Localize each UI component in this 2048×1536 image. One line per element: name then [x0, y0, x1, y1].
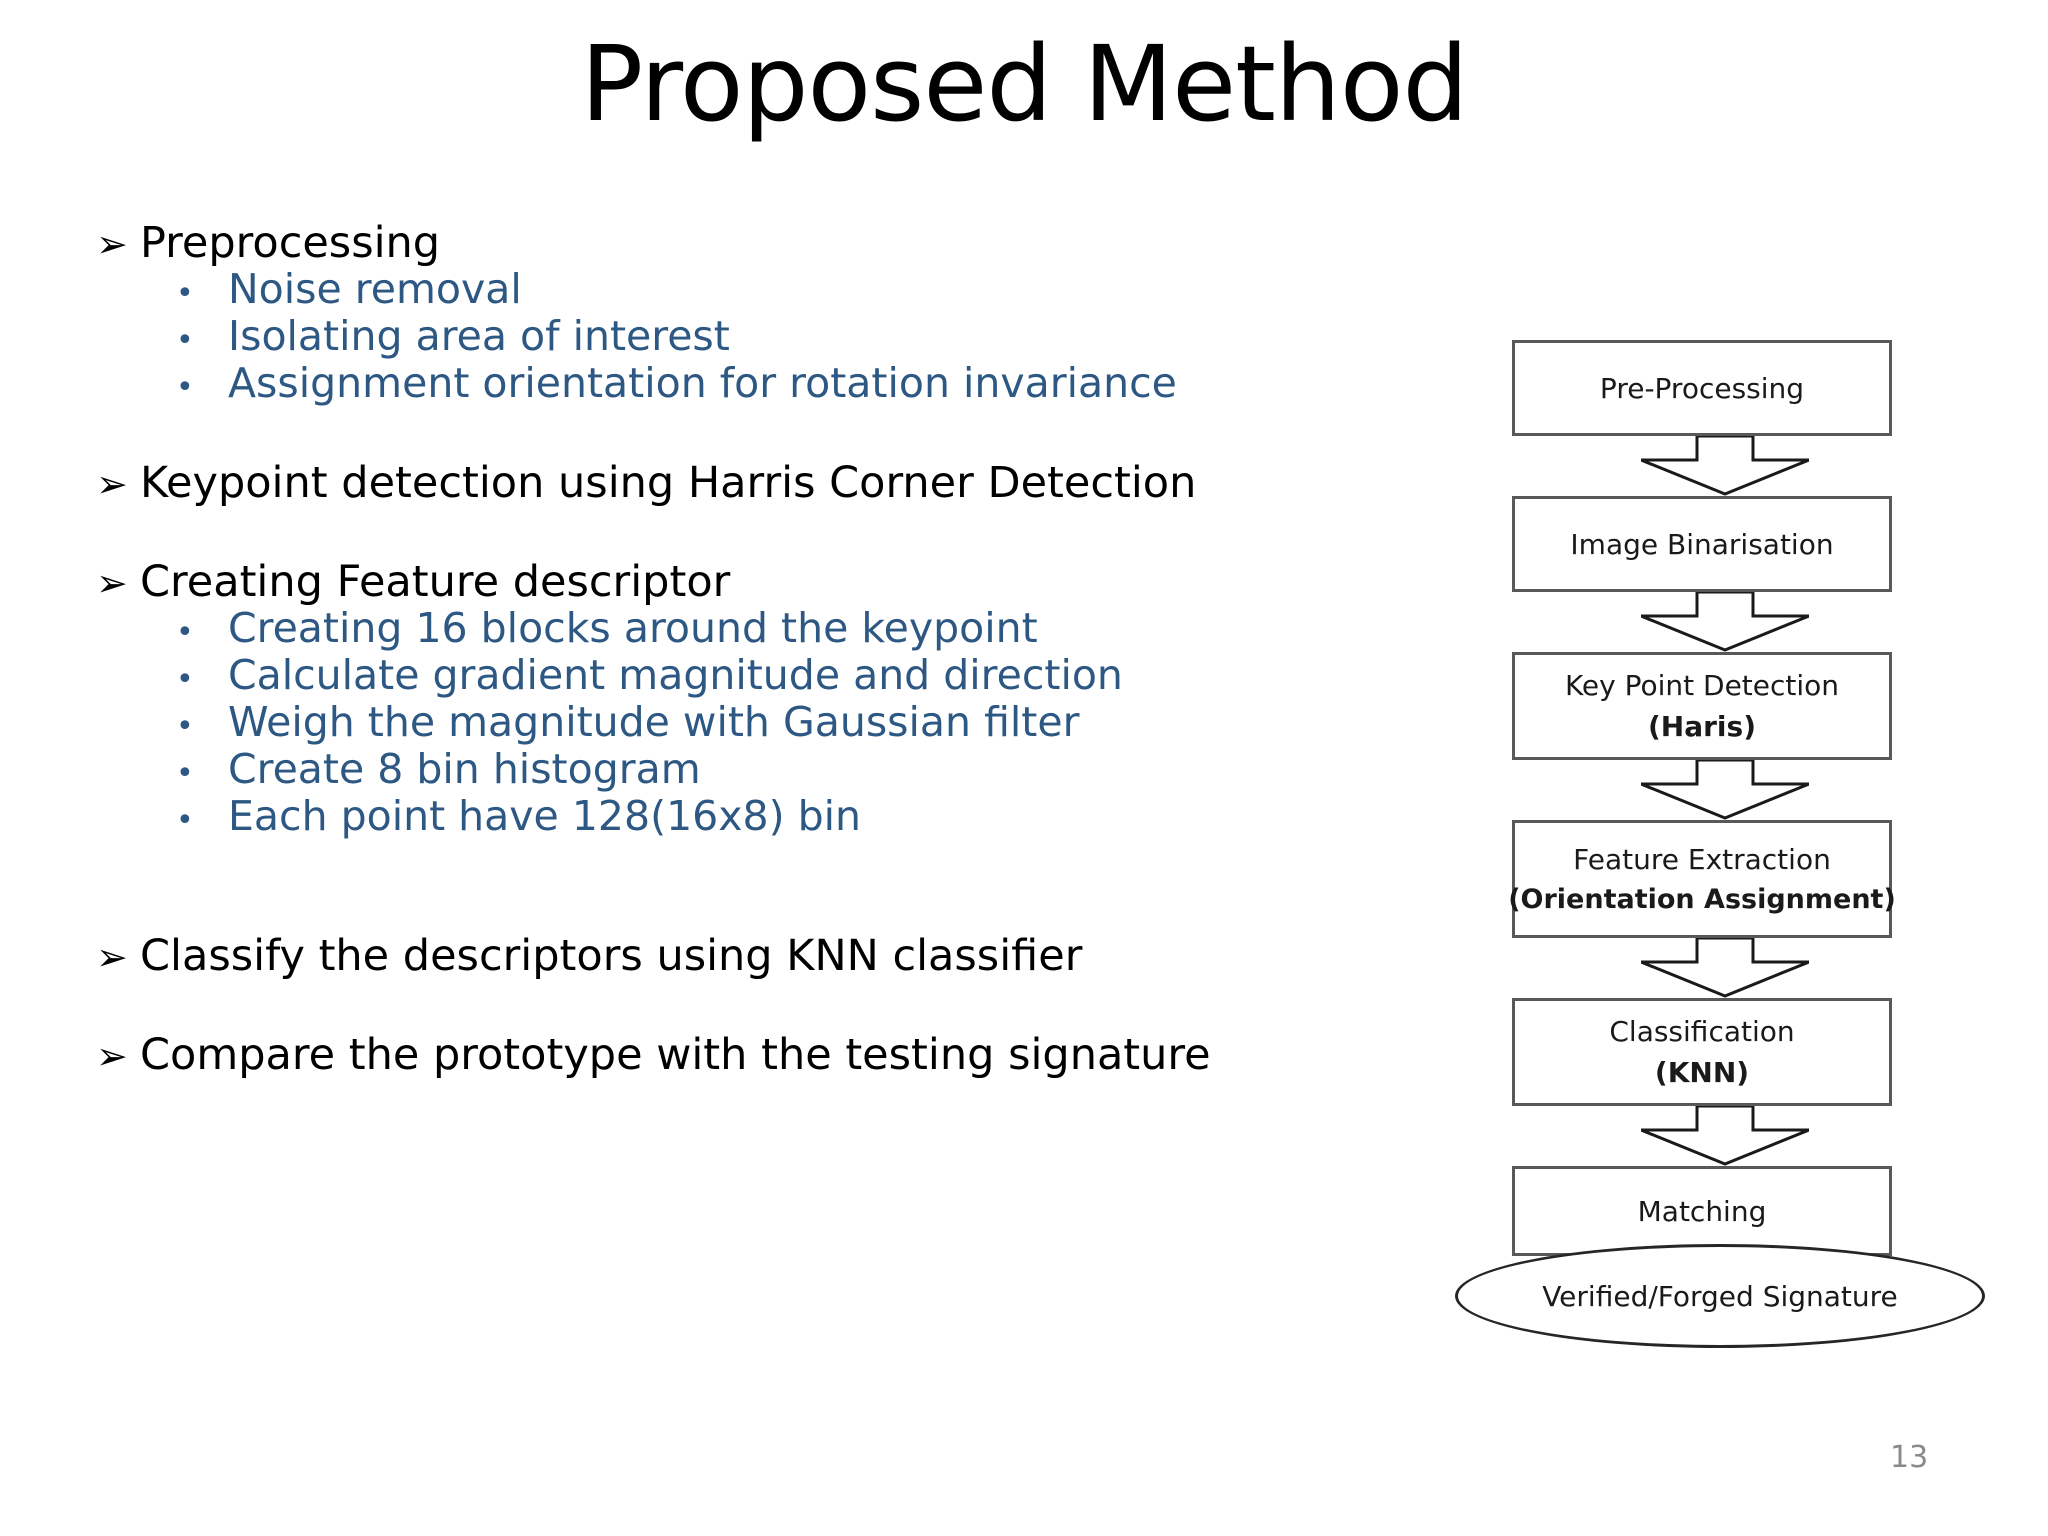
bullet-group: ➢ Keypoint detection using Harris Corner… — [96, 462, 1416, 505]
bullet-level2-label: Create 8 bin histogram — [228, 745, 701, 793]
arrow-bullet-icon: ➢ — [96, 935, 128, 979]
flowchart-node-sublabel: (Orientation Assignment) — [1508, 883, 1896, 915]
bullet-level1: ➢ Preprocessing — [96, 222, 1416, 265]
method-flowchart-diagram: Pre-Processing Image Binarisation Key Po… — [1455, 340, 1995, 1360]
dot-bullet-icon: • — [176, 615, 194, 650]
flowchart-node-feature-extraction: Feature Extraction (Orientation Assignme… — [1508, 820, 1896, 938]
dot-bullet-icon: • — [176, 662, 194, 697]
bullet-level1-label: Preprocessing — [140, 218, 441, 268]
arrow-bullet-icon: ➢ — [96, 561, 128, 605]
bullet-level1: ➢ Creating Feature descriptor — [96, 561, 1416, 604]
flowchart-node-verified-forged-signature: Verified/Forged Signature — [1455, 1244, 1985, 1348]
bullet-list: ➢ Preprocessing • Noise removal • Isolat… — [96, 222, 1416, 1081]
arrow-bullet-icon: ➢ — [96, 462, 128, 506]
flowchart-node-label: Matching — [1637, 1194, 1767, 1228]
flowchart-node-sublabel: (Haris) — [1648, 710, 1756, 743]
flowchart-node-classification: Classification (KNN) — [1512, 998, 1892, 1106]
flowchart-node-sublabel: (KNN) — [1654, 1056, 1750, 1089]
flowchart-node-label: Classification — [1609, 1015, 1795, 1048]
bullet-group: ➢ Creating Feature descriptor • Creating… — [96, 561, 1416, 837]
bullet-level2-label: Each point have 128(16x8) bin — [228, 792, 862, 840]
arrow-bullet-icon: ➢ — [96, 1034, 128, 1078]
bullet-level2: • Create 8 bin histogram — [176, 749, 1416, 790]
spacer — [96, 410, 1416, 462]
arrow-bullet-icon: ➢ — [96, 222, 128, 266]
bullet-level2: • Creating 16 blocks around the keypoint — [176, 608, 1416, 649]
dot-bullet-icon: • — [176, 756, 194, 791]
dot-bullet-icon: • — [176, 323, 194, 358]
dot-bullet-icon: • — [176, 276, 194, 311]
bullet-level2-label: Creating 16 blocks around the keypoint — [228, 604, 1038, 652]
flowchart-node-key-point-detection: Key Point Detection (Haris) — [1512, 652, 1892, 760]
bullet-level2: • Weigh the magnitude with Gaussian filt… — [176, 702, 1416, 743]
flowchart-node-label: Feature Extraction — [1573, 842, 1831, 876]
bullet-level2-label: Isolating area of interest — [228, 312, 730, 360]
dot-bullet-icon: • — [176, 803, 194, 838]
flowchart-node-matching: Matching — [1512, 1166, 1892, 1256]
bullet-level2: • Assignment orientation for rotation in… — [176, 363, 1416, 404]
flowchart-arrow-down-icon — [1640, 590, 1810, 652]
flowchart-node-label: Key Point Detection — [1564, 669, 1840, 702]
dot-bullet-icon: • — [176, 709, 194, 744]
bullet-level2: • Calculate gradient magnitude and direc… — [176, 655, 1416, 696]
bullet-level1-label: Compare the prototype with the testing s… — [140, 1030, 1211, 1080]
bullet-level2-label: Weigh the magnitude with Gaussian filter — [228, 698, 1080, 746]
bullet-group: ➢ Compare the prototype with the testing… — [96, 1034, 1416, 1077]
flowchart-arrow-down-icon — [1640, 758, 1810, 820]
bullet-level2: • Noise removal — [176, 269, 1416, 310]
bullet-level1: ➢ Compare the prototype with the testing… — [96, 1034, 1416, 1077]
bullet-level2: • Isolating area of interest — [176, 316, 1416, 357]
bullet-level2-label: Assignment orientation for rotation inva… — [228, 359, 1177, 407]
bullet-level1-label: Classify the descriptors using KNN class… — [140, 931, 1083, 981]
flowchart-node-pre-processing: Pre-Processing — [1512, 340, 1892, 436]
page-title: Proposed Method — [580, 23, 1469, 145]
flowchart-node-label: Image Binarisation — [1570, 527, 1834, 561]
flowchart-node-label: Pre-Processing — [1599, 371, 1805, 405]
spacer — [96, 982, 1416, 1034]
bullet-level1-label: Creating Feature descriptor — [140, 557, 731, 607]
bullet-level1: ➢ Keypoint detection using Harris Corner… — [96, 462, 1416, 505]
flowchart-node-label: Verified/Forged Signature — [1542, 1279, 1898, 1313]
flowchart-arrow-down-icon — [1640, 434, 1810, 496]
bullet-level2: • Each point have 128(16x8) bin — [176, 796, 1416, 837]
bullet-level1: ➢ Classify the descriptors using KNN cla… — [96, 935, 1416, 978]
flowchart-arrow-down-icon — [1640, 936, 1810, 998]
bullet-level2-label: Calculate gradient magnitude and directi… — [228, 651, 1123, 699]
bullet-level1-label: Keypoint detection using Harris Corner D… — [140, 458, 1197, 508]
spacer — [96, 509, 1416, 561]
bullet-group: ➢ Preprocessing • Noise removal • Isolat… — [96, 222, 1416, 404]
dot-bullet-icon: • — [176, 370, 194, 405]
page-number: 13 — [1890, 1440, 1929, 1475]
flowchart-node-image-binarisation: Image Binarisation — [1512, 496, 1892, 592]
flowchart-arrow-down-icon — [1640, 1104, 1810, 1166]
bullet-group: ➢ Classify the descriptors using KNN cla… — [96, 935, 1416, 978]
bullet-level2-label: Noise removal — [228, 265, 522, 313]
spacer — [96, 843, 1416, 935]
